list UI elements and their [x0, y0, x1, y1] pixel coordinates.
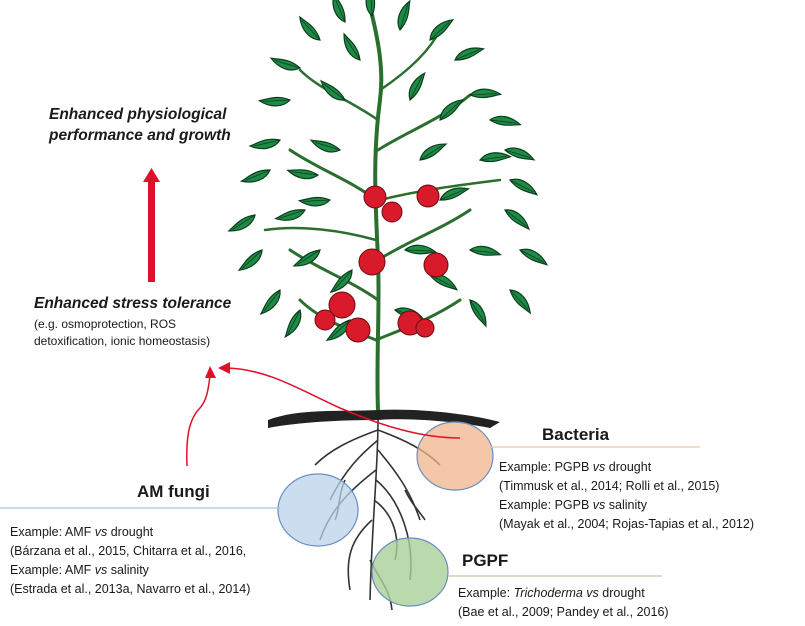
- amf-example-2: Example: AMF vs salinity: [10, 563, 149, 577]
- bacteria-heading: Bacteria: [542, 425, 610, 444]
- tomato-fruits: [314, 184, 449, 343]
- signal-arrows: [186, 362, 461, 467]
- bacteria-circle: [416, 421, 494, 491]
- bacteria-refs-2: (Mayak et al., 2004; Rojas-Tapias et al.…: [499, 517, 754, 531]
- pgpf-circle: [371, 537, 449, 607]
- bacteria-refs-1: (Timmusk et al., 2014; Rolli et al., 201…: [499, 479, 720, 493]
- stress-tolerance-detail-2: detoxification, ionic homeostasis): [34, 334, 211, 348]
- pgpf-heading: PGPF: [462, 551, 509, 570]
- amf-example-1: Example: AMF vs drought: [10, 525, 154, 539]
- soil-line: [268, 409, 500, 428]
- pgpf-example-1: Example: Trichoderma vs drought: [458, 586, 645, 600]
- stress-tolerance-detail-1: (e.g. osmoprotection, ROS: [34, 317, 177, 331]
- growth-arrow: [143, 168, 160, 282]
- amf-circle: [277, 473, 359, 547]
- plant-leaves: [225, 0, 550, 344]
- pgpf-examples: Example: Trichoderma vs drought (Bae et …: [458, 584, 669, 622]
- stress-tolerance-title: Enhanced stress tolerance: [34, 295, 232, 312]
- amf-refs-1: (Bárzana et al., 2015, Chitarra et al., …: [10, 544, 247, 558]
- bacteria-example-1: Example: PGPB vs drought: [499, 460, 652, 474]
- amf-heading: AM fungi: [137, 482, 210, 501]
- amf-refs-2: (Estrada et al., 2013a, Navarro et al., …: [10, 582, 251, 596]
- pgpf-refs-1: (Bae et al., 2009; Pandey et al., 2016): [458, 605, 669, 619]
- top-effect-label: Enhanced physiological performance and g…: [49, 104, 231, 146]
- bacteria-example-2: Example: PGPB vs salinity: [499, 498, 647, 512]
- bacteria-examples: Example: PGPB vs drought (Timmusk et al.…: [499, 458, 754, 534]
- amf-examples: Example: AMF vs drought (Bárzana et al.,…: [10, 523, 250, 599]
- top-effect-line1: Enhanced physiological: [49, 106, 227, 123]
- top-effect-line2: performance and growth: [49, 127, 231, 144]
- stress-tolerance-block: Enhanced stress tolerance (e.g. osmoprot…: [34, 293, 231, 350]
